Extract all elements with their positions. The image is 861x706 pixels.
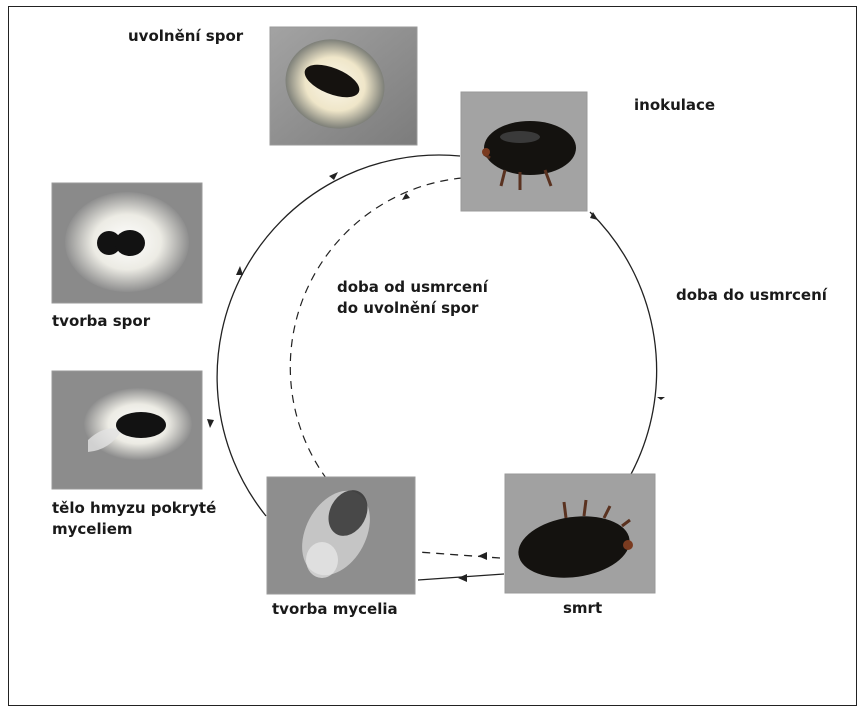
label-spore-formation: tvorba spor [52, 311, 150, 332]
outer-cycle-arc [217, 155, 460, 516]
label-mycelium-formation: tvorba mycelia [272, 599, 398, 620]
label-time-to-kill: doba do usmrcení [676, 285, 827, 306]
right-cycle-arc [590, 212, 657, 476]
label-kill-to-release-line2: do uvolnění spor [337, 298, 478, 319]
label-mycelium-covered-line1: tělo hmyzu pokryté [52, 498, 216, 519]
label-kill-to-release-line1: doba od usmrcení [337, 277, 488, 298]
photo-mycelium-covered [52, 371, 202, 489]
dashed-connector [418, 552, 500, 558]
photo-spore-formation [52, 183, 202, 303]
photo-inoculation [461, 92, 587, 211]
arrow-right-2 [657, 397, 665, 400]
label-death: smrt [563, 598, 602, 619]
photo-death [505, 474, 655, 593]
photo-mycelium-formation [267, 477, 415, 594]
life-cycle-diagram [0, 0, 861, 677]
arrow-dashed-connector [478, 552, 487, 560]
label-inoculation: inokulace [634, 95, 715, 116]
arrow-solid-connector [458, 574, 467, 582]
arrow-outer-1 [329, 172, 338, 180]
inner-dashed-arc [290, 178, 462, 478]
label-spore-release: uvolnění spor [128, 26, 243, 47]
label-mycelium-covered-line2: myceliem [52, 519, 133, 540]
arrow-outer-2 [236, 266, 243, 275]
arrow-outer-3 [207, 419, 214, 428]
photo-spore-release [270, 27, 417, 145]
